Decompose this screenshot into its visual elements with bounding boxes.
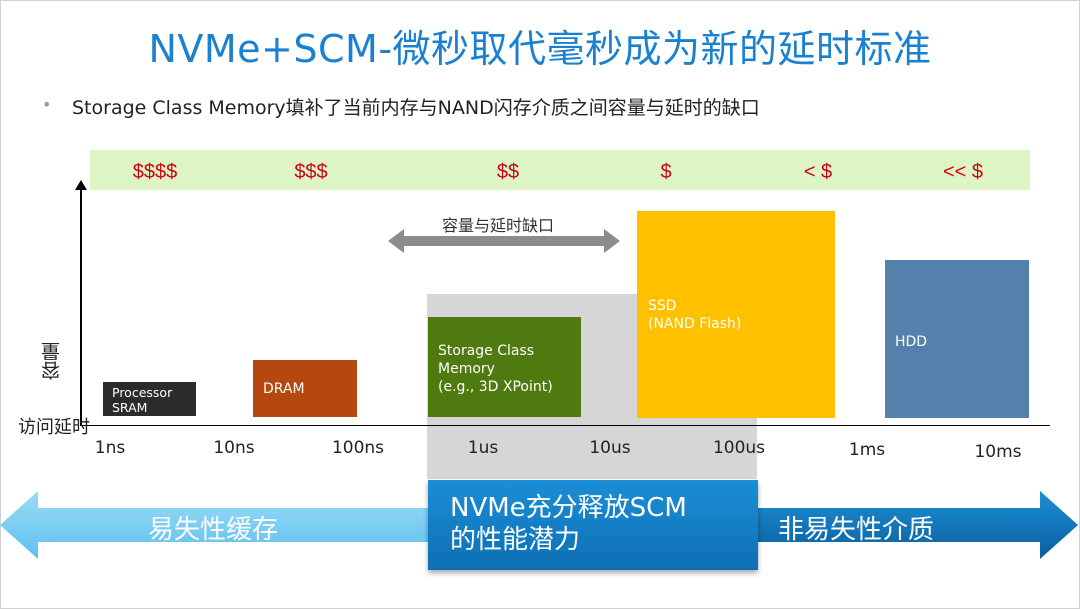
- x-tick: 100us: [712, 438, 766, 458]
- price-label: $$$$: [132, 161, 178, 183]
- bullet-dot: •: [42, 95, 52, 114]
- nvme-callout-text: NVMe充分释放SCM 的性能潜力: [450, 493, 687, 555]
- y-axis: [80, 188, 82, 426]
- y-axis-label: 容量: [41, 342, 63, 380]
- x-axis-label: 访问延时: [18, 417, 90, 438]
- price-label: < $: [803, 161, 833, 183]
- double-arrow-icon: [388, 229, 620, 253]
- price-label: << $: [942, 161, 984, 183]
- gap-label: 容量与延时缺口: [442, 216, 555, 235]
- volatile-arrow: [0, 491, 428, 559]
- x-tick: 10us: [589, 438, 631, 458]
- x-axis: [80, 425, 1050, 426]
- bottom-arrow-bands: [0, 491, 1078, 559]
- tier-dram: DRAM: [253, 360, 357, 417]
- tier-scm: Storage Class Memory (e.g., 3D XPoint): [428, 317, 581, 417]
- volatile-band-label: 易失性缓存: [148, 515, 279, 545]
- nonvolatile-band-label: 非易失性介质: [778, 515, 935, 545]
- x-tick: 10ns: [213, 438, 255, 458]
- x-tick: 1ms: [848, 440, 886, 460]
- price-label: $: [660, 161, 672, 183]
- tier-sram: Processor SRAM: [103, 382, 196, 416]
- tier-ssd: SSD (NAND Flash): [637, 211, 835, 418]
- x-tick: 100ns: [331, 438, 385, 458]
- price-label: $$: [496, 161, 520, 183]
- price-label: $$$: [294, 161, 328, 183]
- tier-hdd: HDD: [885, 260, 1029, 418]
- nvme-callout: NVMe充分释放SCM 的性能潜力: [428, 480, 758, 570]
- slide-title: NVMe+SCM-微秒取代毫秒成为新的延时标准: [148, 27, 932, 71]
- nonvolatile-arrow: [757, 491, 1078, 559]
- x-tick: 1ns: [94, 438, 126, 458]
- bullet-text: Storage Class Memory填补了当前内存与NAND闪存介质之间容量…: [72, 97, 760, 119]
- x-tick: 1us: [467, 438, 499, 458]
- price-band: [90, 150, 1030, 190]
- y-axis-arrowhead: [75, 180, 87, 190]
- x-tick: 10ms: [974, 442, 1022, 462]
